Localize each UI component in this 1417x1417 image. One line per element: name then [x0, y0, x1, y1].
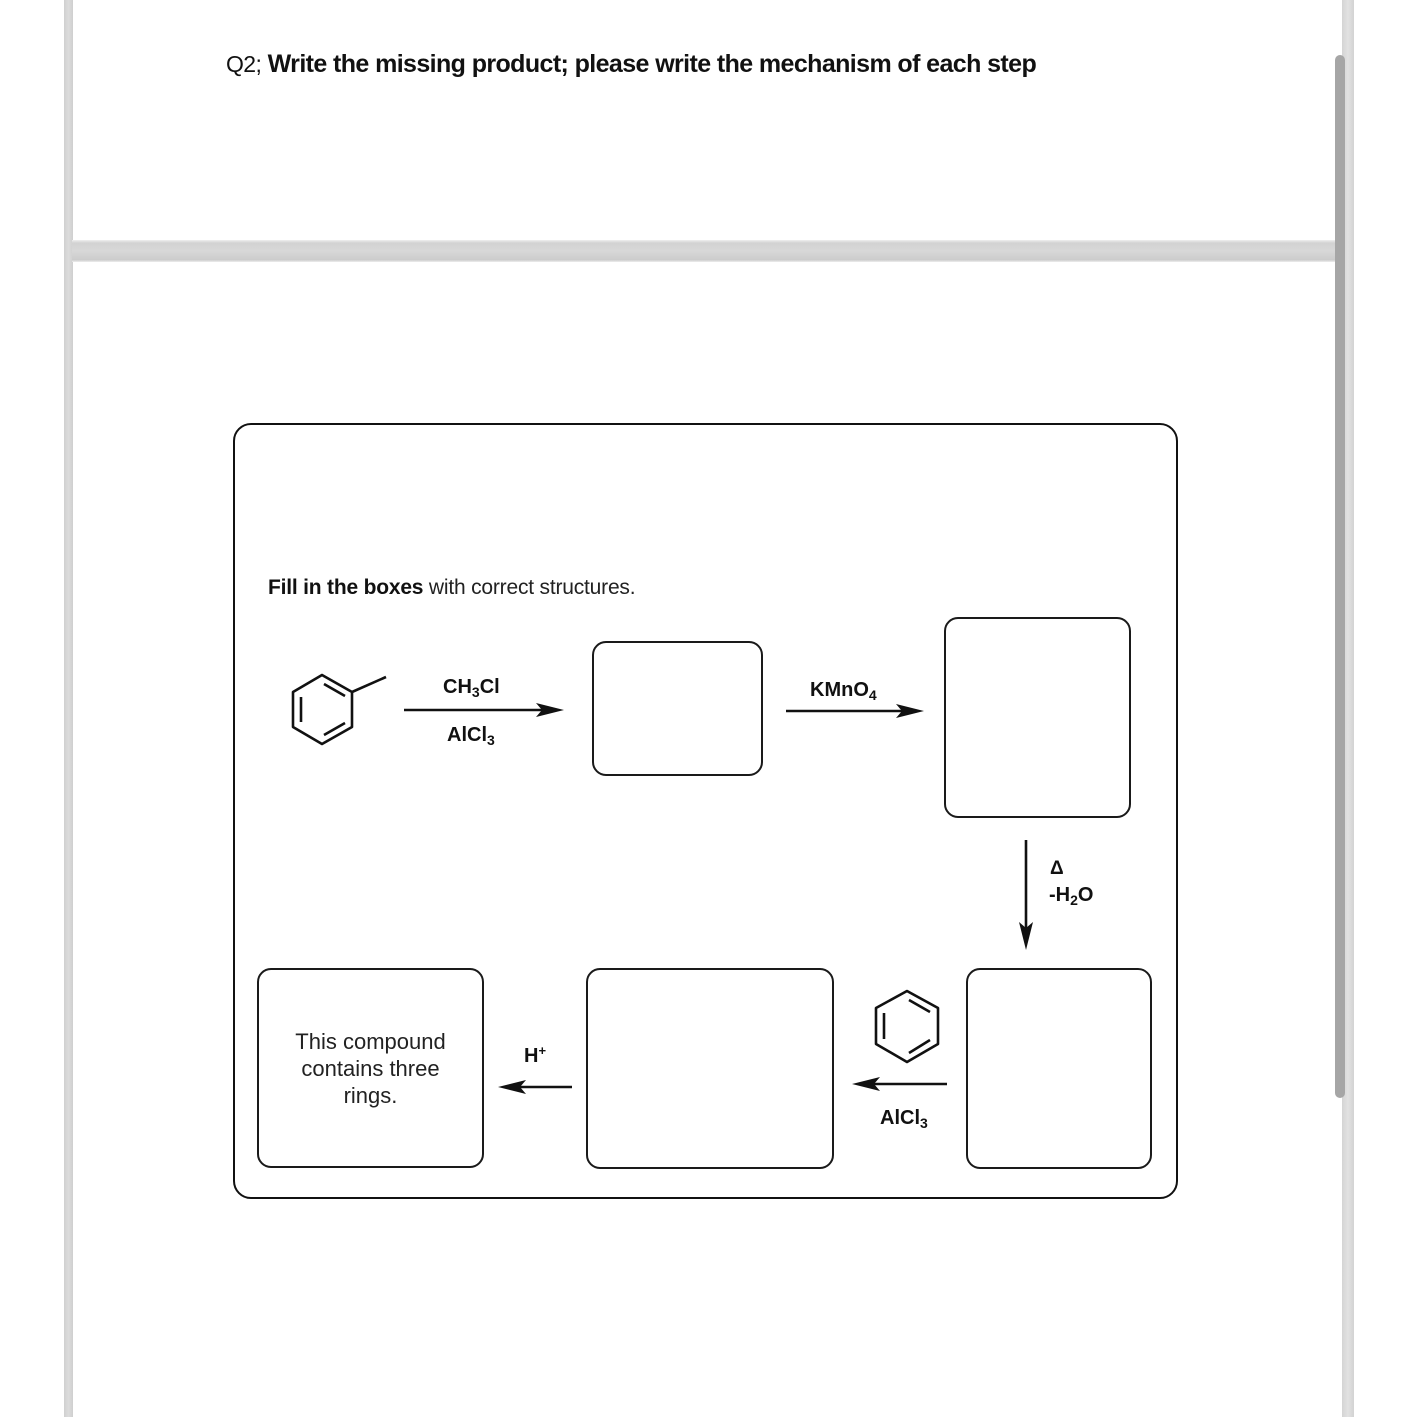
arrow-right-icon — [404, 703, 564, 717]
product-box-3[interactable] — [966, 968, 1152, 1169]
arrow-left-icon — [852, 1077, 947, 1091]
page-edge-left — [64, 0, 73, 1417]
reagent-minus-water: -H2O — [1049, 884, 1094, 908]
benzene-structure — [874, 989, 940, 1064]
product-box-2[interactable] — [944, 617, 1131, 818]
instruction-bold: Fill in the boxes — [268, 576, 424, 599]
question-text: Write the missing product; please write … — [267, 50, 1037, 78]
arrow-left-icon — [498, 1080, 572, 1094]
product-box-4[interactable] — [586, 968, 834, 1169]
product-box-5[interactable]: This compound contains three rings. — [257, 968, 484, 1168]
box-hint-text: This compound contains three rings. — [295, 1028, 446, 1108]
question-number: Q2; — [226, 51, 262, 77]
instruction-rest: with correct structures. — [423, 576, 636, 599]
reagent-kmno4: KMnO4 — [810, 679, 877, 703]
product-box-1[interactable] — [592, 641, 763, 776]
scrollbar-thumb[interactable] — [1335, 55, 1345, 1098]
page-edge-right — [1342, 0, 1354, 1417]
reagent-alcl3-2: AlCl3 — [880, 1107, 928, 1131]
question-title: Q2; Write the missing product; please wr… — [226, 50, 1037, 79]
page-separator — [72, 240, 1344, 262]
toluene-structure — [291, 673, 387, 746]
reaction-scheme-panel — [233, 423, 1178, 1199]
arrow-right-icon — [786, 704, 924, 718]
arrow-down-icon — [1019, 840, 1033, 950]
reagent-acid: H+ — [524, 1043, 547, 1067]
reagent-ch3cl: CH3Cl — [443, 676, 500, 700]
reagent-alcl3: AlCl3 — [447, 724, 495, 748]
reagent-heat: Δ — [1050, 858, 1064, 879]
instruction-text: Fill in the boxes with correct structure… — [268, 576, 636, 600]
